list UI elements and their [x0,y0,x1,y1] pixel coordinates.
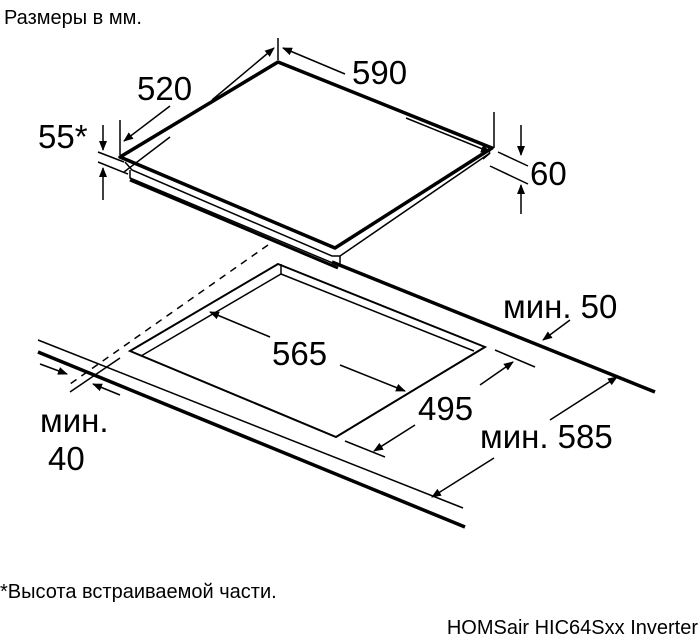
cutout-dimensions [39,311,618,498]
cutout-depth-label: 495 [418,390,473,427]
min-countertop-depth-label: мин. 585 [480,418,613,455]
min-front-label: мин. [40,402,109,439]
cutout-outline [127,262,488,439]
units-caption: Размеры в мм. [4,7,142,29]
hob-width-label: 590 [352,54,407,91]
min-back-label: мин. 50 [503,288,617,325]
countertop-back-edge [331,260,656,394]
countertop-drawing [37,244,656,529]
countertop-front-edge [37,350,466,529]
min-front-value: 40 [48,440,85,477]
footnote: *Высота встраиваемой части. [0,581,277,603]
cutout-width-label: 565 [272,335,327,372]
hob-built-in-height-label: 55* [38,118,88,155]
hob-height-label: 60 [530,155,567,192]
model-name: HOMSair HIC64Sxx Inverter [447,617,699,639]
hob-dimensions [97,38,529,214]
hob-top-surface [118,60,494,250]
hob-depth-label: 520 [137,70,192,107]
